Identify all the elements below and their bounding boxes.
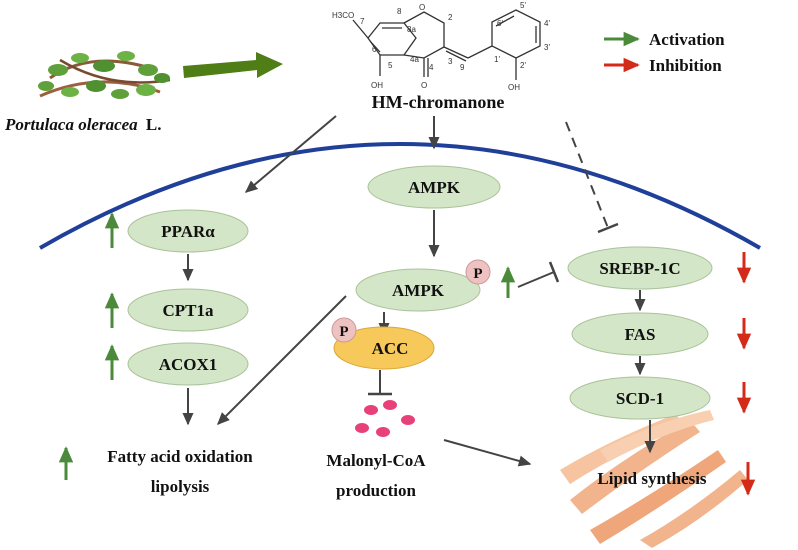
svg-text:4': 4' xyxy=(544,19,550,28)
acox1-node xyxy=(127,342,249,386)
srebp-inhibition-bar xyxy=(597,222,619,234)
svg-text:5': 5' xyxy=(520,1,526,10)
acc-phospho-badge xyxy=(331,317,357,343)
p-ampk-node xyxy=(355,268,481,312)
svg-text:6': 6' xyxy=(497,19,503,28)
svg-text:8a: 8a xyxy=(407,25,416,34)
compound-to-ppara-arrow xyxy=(244,115,337,193)
cpt1a-node xyxy=(127,288,249,332)
ppara-node xyxy=(127,209,249,253)
malonyl-dots xyxy=(355,400,415,437)
fatty-acid-line2: lipolysis xyxy=(151,477,210,496)
acox1-label: ACOX1 xyxy=(159,355,218,374)
malonyl-dot xyxy=(355,423,369,433)
compound-name: HM-chromanone xyxy=(372,92,505,112)
svg-text:7: 7 xyxy=(360,17,365,26)
purslane-plant-image xyxy=(38,51,171,99)
svg-text:6: 6 xyxy=(372,45,377,54)
pampk-inhibition-bar xyxy=(548,261,560,283)
svg-text:2: 2 xyxy=(448,13,453,22)
svg-text:9: 9 xyxy=(460,63,465,72)
plant-name: Portulaca oleracea L. xyxy=(4,115,162,134)
svg-text:1': 1' xyxy=(494,55,500,64)
pampk-to-fatty-acid-arrow xyxy=(217,295,347,425)
malonyl-to-lipid-arrow xyxy=(443,439,532,467)
svg-text:O: O xyxy=(419,3,425,12)
ppara-label: PPARα xyxy=(161,222,215,241)
svg-text:OH: OH xyxy=(371,81,383,90)
lipid-fiber-image xyxy=(560,410,748,548)
acc-phospho-label: P xyxy=(339,324,348,340)
malonyl-dot xyxy=(364,405,378,415)
fas-label: FAS xyxy=(625,325,656,344)
ampk-phospho-badge xyxy=(465,259,491,285)
ampk-label: AMPK xyxy=(408,178,461,197)
malonyl-dot xyxy=(401,415,415,425)
acc-node xyxy=(333,326,435,370)
svg-text:5: 5 xyxy=(388,61,393,70)
ampk-phospho-label: P xyxy=(473,266,482,282)
svg-text:3: 3 xyxy=(448,57,453,66)
structure-atom-labels: H3CO 7 8 8a O 2 6 5 4a 4 3 9 1' 2' 3' 4'… xyxy=(332,1,550,92)
legend-inhibition: Inhibition xyxy=(649,56,722,75)
acc-label: ACC xyxy=(372,339,409,358)
scd1-node xyxy=(569,376,711,420)
cpt1a-label: CPT1a xyxy=(163,301,215,320)
svg-text:2': 2' xyxy=(520,61,526,70)
srebp-label: SREBP-1C xyxy=(599,259,680,278)
svg-text:3': 3' xyxy=(544,43,550,52)
svg-text:4: 4 xyxy=(429,63,434,72)
fatty-acid-line1: Fatty acid oxidation xyxy=(107,447,253,466)
malonyl-dot xyxy=(376,427,390,437)
fas-node xyxy=(571,312,709,356)
legend: Activation Inhibition xyxy=(604,30,725,75)
p-ampk-label: AMPK xyxy=(392,281,445,300)
svg-text:H3CO: H3CO xyxy=(332,11,354,20)
pampk-to-srebp-inhibition xyxy=(517,271,555,288)
cell-membrane xyxy=(39,142,761,250)
hm-chromanone-structure xyxy=(352,9,541,80)
malonyl-line2: production xyxy=(336,481,417,500)
malonyl-dot xyxy=(383,400,397,410)
svg-text:4a: 4a xyxy=(410,55,419,64)
lipid-synthesis-label: Lipid synthesis xyxy=(597,469,707,488)
scd1-label: SCD-1 xyxy=(616,389,664,408)
plant-to-compound-arrow xyxy=(183,52,283,78)
compound-to-srebp-inhibition xyxy=(565,121,609,229)
srebp-node xyxy=(567,246,713,290)
malonyl-line1: Malonyl-CoA xyxy=(326,451,426,470)
svg-text:O: O xyxy=(421,81,427,90)
ampk-node xyxy=(367,165,501,209)
legend-activation: Activation xyxy=(649,30,725,49)
svg-text:8: 8 xyxy=(397,7,402,16)
svg-text:OH: OH xyxy=(508,83,520,92)
